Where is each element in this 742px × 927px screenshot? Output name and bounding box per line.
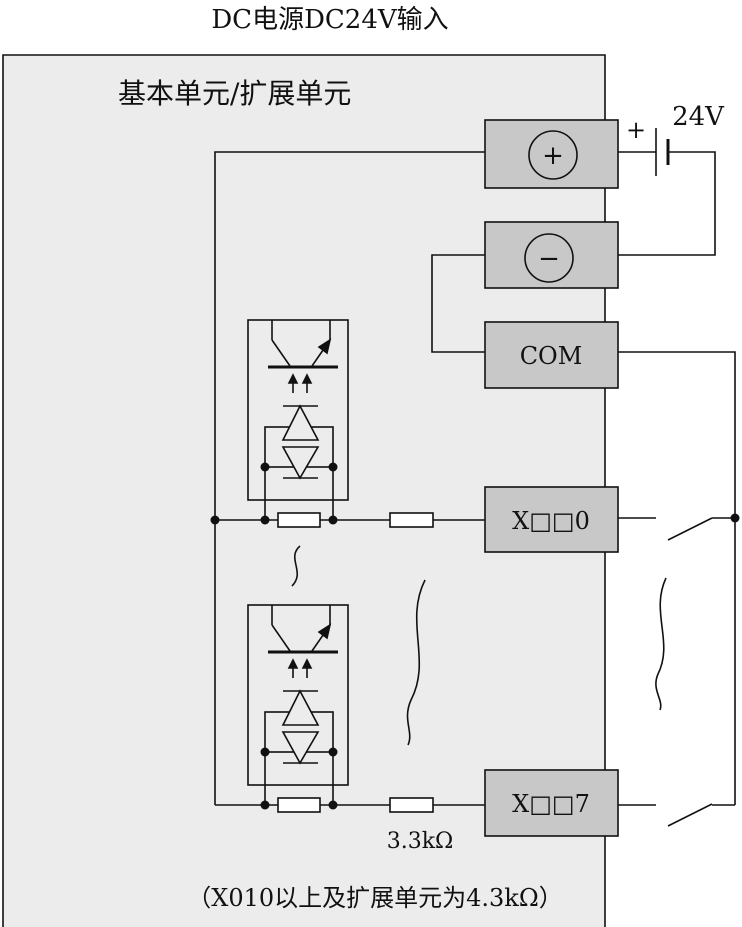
collector-diagonal — [271, 624, 291, 652]
plus-bus-wire — [214, 151, 485, 805]
continuation-squiggle-switch — [655, 577, 667, 711]
optocoupler-box — [247, 604, 349, 786]
input-resistor — [389, 512, 434, 528]
light-arrow-head — [287, 658, 299, 669]
minus-circle-icon — [524, 233, 574, 283]
phototransistor-icon — [268, 605, 338, 654]
collector-diagonal — [271, 339, 291, 367]
diagram-lines — [2, 54, 740, 927]
unit-label: 基本单元/扩展单元 — [118, 77, 351, 110]
terminal-plus-symbol: + — [542, 141, 564, 171]
emitter-arrow-icon — [317, 338, 332, 355]
internal-resistor — [277, 797, 321, 813]
phototransistor-icon — [268, 320, 338, 369]
led-pair-icon — [260, 404, 338, 520]
continuation-squiggle-coupler — [291, 545, 301, 587]
row-node-dot — [260, 515, 270, 525]
led-upper-triangle — [281, 689, 320, 726]
x0-switch-blade — [667, 517, 713, 541]
light-arrow-head — [301, 373, 313, 384]
emitter-arrow-icon — [317, 623, 332, 640]
resistor-note: （X010以上及扩展单元为4.3kΩ） — [187, 884, 563, 912]
light-arrows-icon — [287, 373, 313, 393]
battery-voltage-label: 24V — [672, 102, 725, 132]
led-lower-triangle — [281, 446, 320, 480]
com-junction-dot — [730, 513, 740, 523]
minus-com-link-wire — [431, 254, 485, 353]
diagram-labels: DC电源DC24V输入 基本单元/扩展单元 + 24V + − COM X□□0… — [118, 5, 725, 912]
battery-polarity-label: + — [626, 116, 646, 144]
input-channel-x7 — [215, 604, 485, 813]
page-title: DC电源DC24V输入 — [211, 5, 448, 35]
terminal-minus-symbol: − — [538, 244, 560, 274]
plus-circle-icon — [528, 130, 578, 180]
battery-return-wire — [618, 151, 716, 256]
terminal-x0-label: X□□0 — [512, 507, 590, 535]
led-lower-triangle — [281, 731, 320, 765]
optocoupler-box — [247, 319, 349, 501]
led-pair-icon — [260, 689, 338, 805]
row-node-dot — [328, 515, 338, 525]
terminal-minus-box — [484, 221, 619, 289]
terminal-com-label: COM — [520, 342, 583, 370]
input-resistor — [389, 797, 434, 813]
resistor-value-label: 3.3kΩ — [387, 829, 454, 854]
terminal-x7-box — [484, 769, 619, 837]
continuation-squiggle-resistor — [406, 579, 426, 746]
light-arrow-head — [301, 658, 313, 669]
row-node-dot — [328, 800, 338, 810]
input-channel-x0 — [215, 319, 485, 528]
internal-resistor — [277, 512, 321, 528]
light-arrows-icon — [287, 658, 313, 678]
terminal-x7-label: X□□7 — [512, 790, 590, 818]
x7-switch-blade — [667, 803, 713, 827]
led-upper-triangle — [281, 404, 320, 441]
com-external-wire — [618, 351, 736, 805]
row-node-dot — [260, 800, 270, 810]
light-arrow-head — [287, 373, 299, 384]
terminal-com-box — [484, 321, 619, 389]
